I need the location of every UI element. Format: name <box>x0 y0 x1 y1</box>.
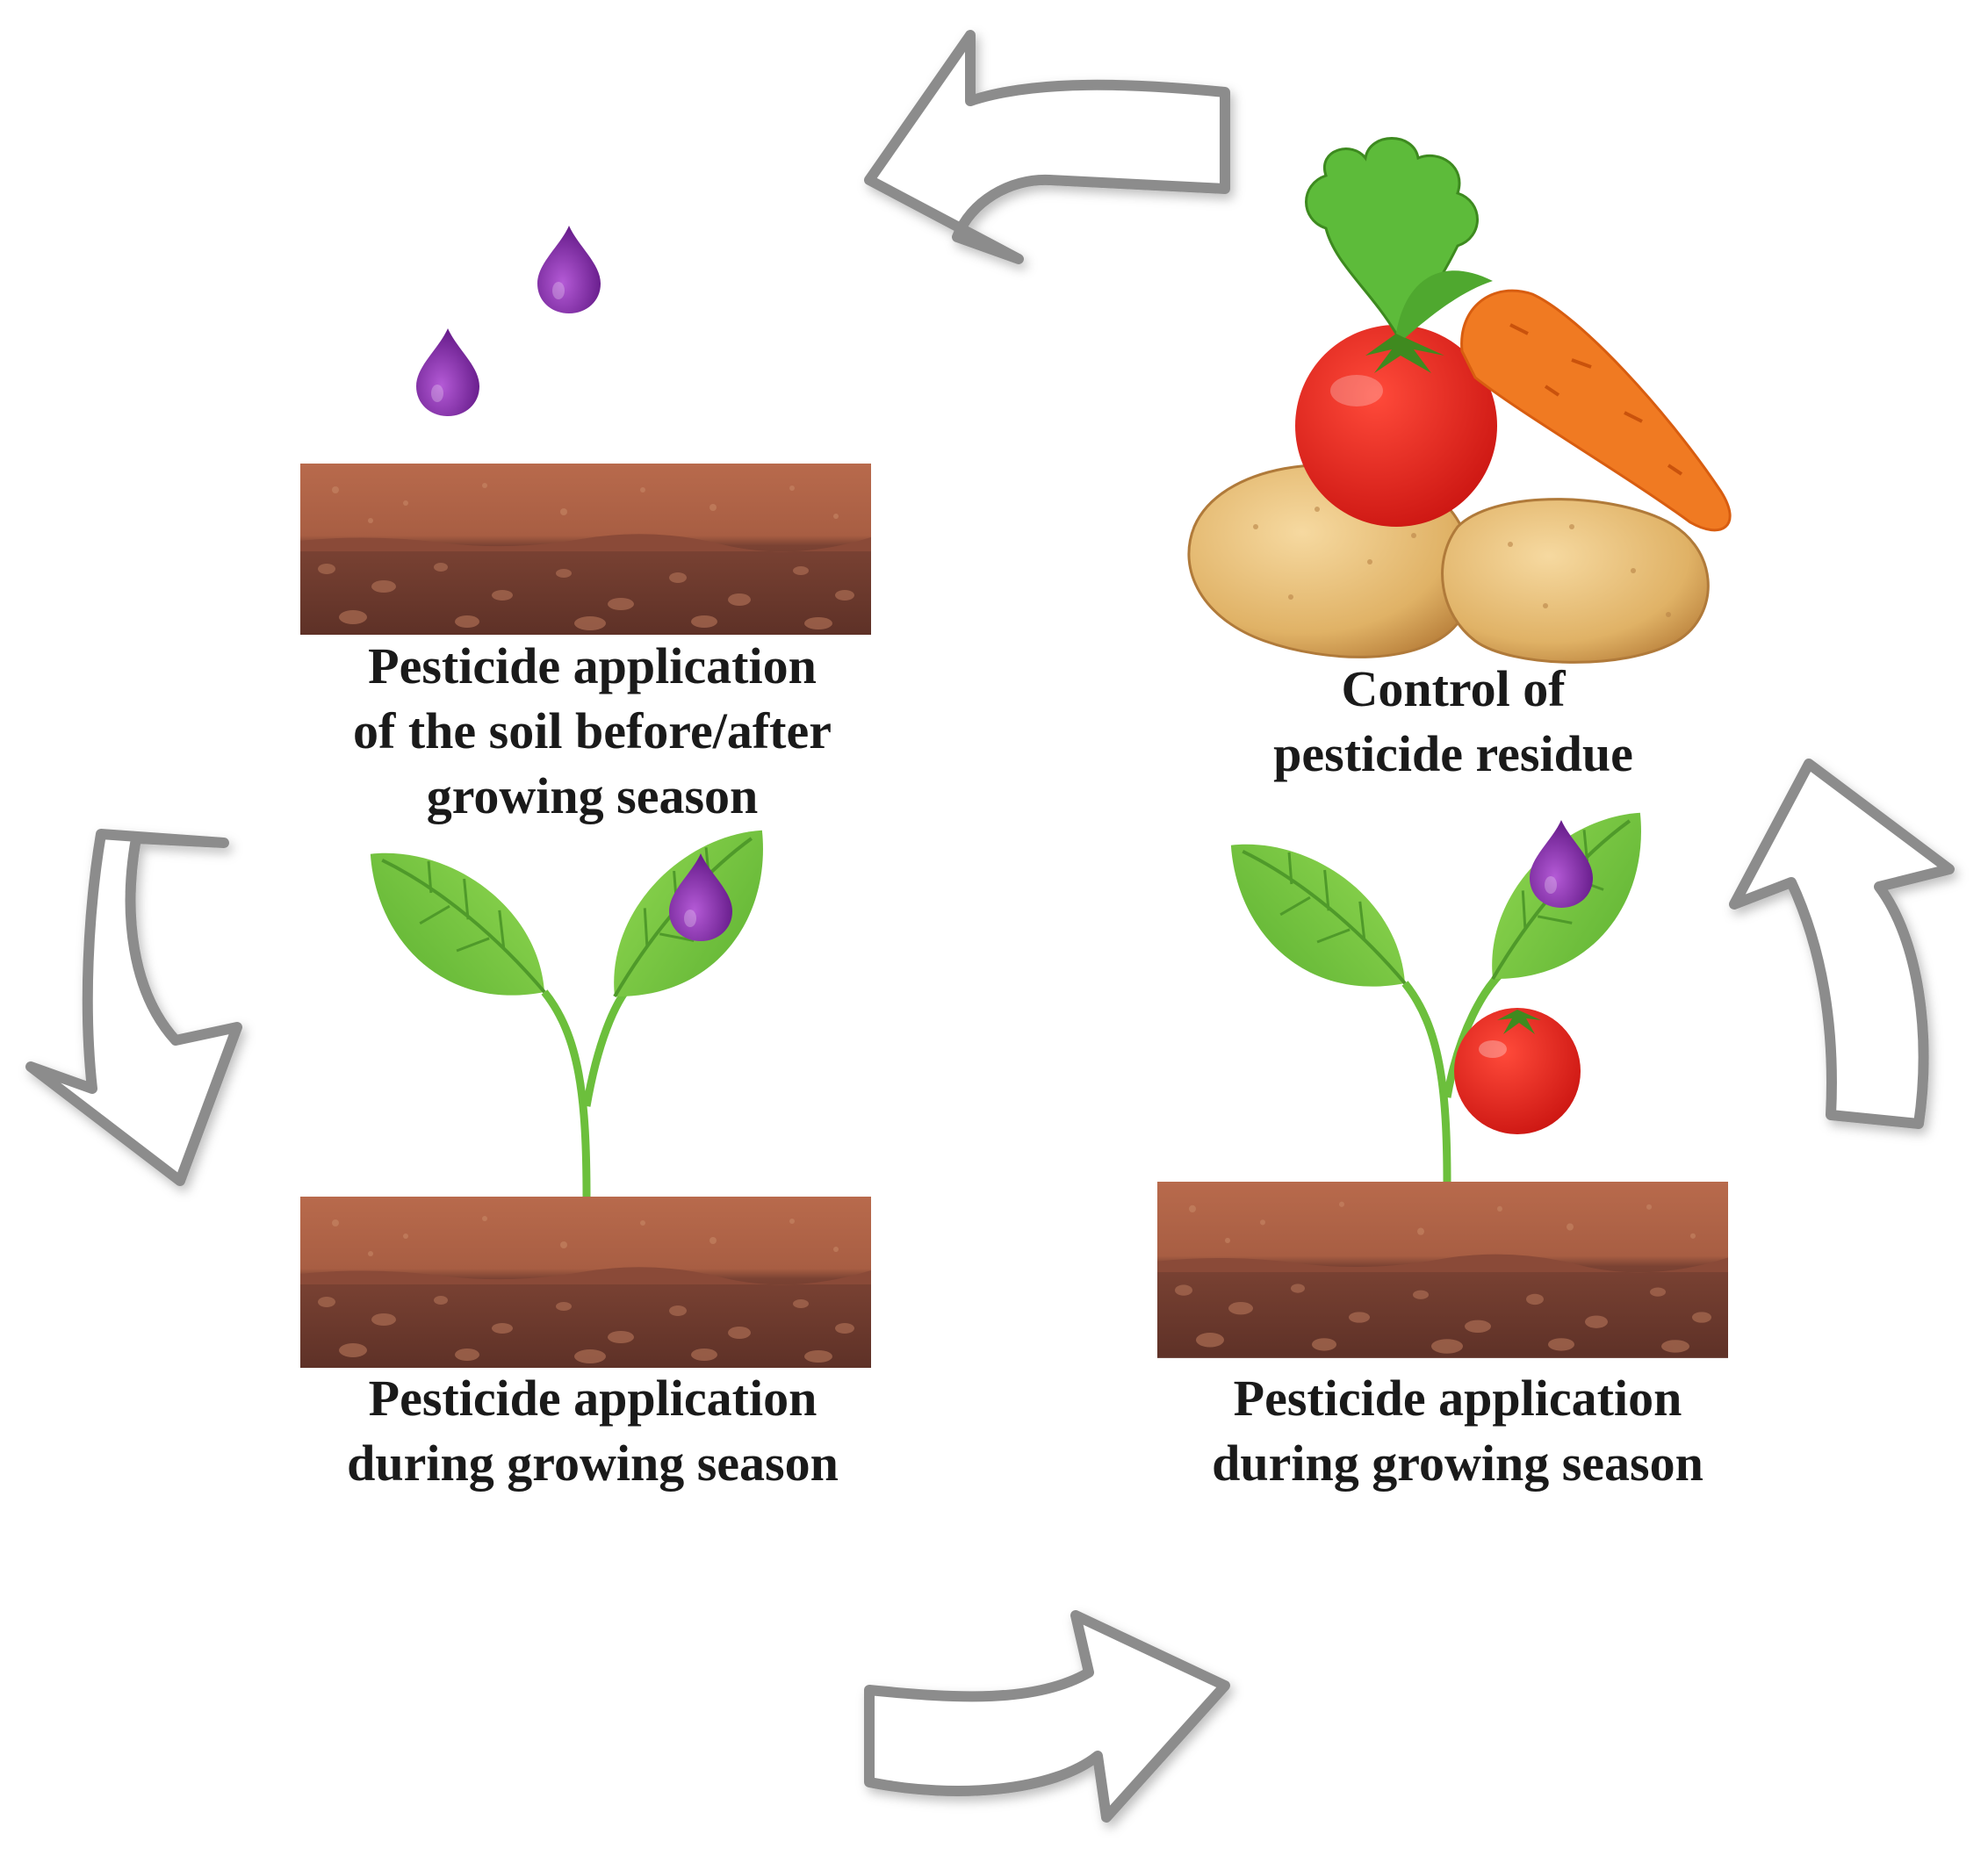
caption-line: during growing season <box>347 1435 839 1492</box>
cycle-arrow-icon-top <box>864 30 1230 264</box>
droplet-icon <box>416 328 479 416</box>
leafy-top-icon <box>1305 137 1493 338</box>
soil-icon <box>1157 1182 1728 1358</box>
stage-caption-soil: Pesticide application of the soil before… <box>300 634 884 829</box>
soil-icon <box>300 464 871 635</box>
seedling-icon <box>1197 797 1689 1184</box>
droplet-icon <box>537 226 601 313</box>
cycle-arrow-icon-left <box>25 829 242 1186</box>
soil-icon <box>300 1197 871 1368</box>
tomato-icon <box>1295 325 1497 527</box>
tomato-icon <box>1454 1008 1581 1134</box>
caption-line: during growing season <box>1212 1435 1703 1492</box>
cycle-arrow-icon-right <box>1729 759 1955 1129</box>
potato-icon <box>1441 498 1710 664</box>
caption-line: pesticide residue <box>1273 725 1633 782</box>
seedling-icon <box>336 815 810 1199</box>
caption-line: of the soil before/after <box>353 702 832 759</box>
caption-line: Pesticide application <box>368 1370 818 1427</box>
caption-line: Pesticide application <box>368 637 817 694</box>
stage-caption-residue: Control of pesticide residue <box>1185 657 1721 787</box>
caption-line: Control of <box>1341 660 1566 717</box>
stage-caption-growing-right: Pesticide application during growing sea… <box>1155 1366 1761 1496</box>
carrot-icon <box>1460 289 1732 532</box>
cycle-arrow-icon-bottom <box>864 1610 1230 1823</box>
caption-line: growing season <box>426 767 759 824</box>
caption-line: Pesticide application <box>1233 1370 1682 1427</box>
stage-caption-growing-left: Pesticide application during growing sea… <box>290 1366 896 1496</box>
